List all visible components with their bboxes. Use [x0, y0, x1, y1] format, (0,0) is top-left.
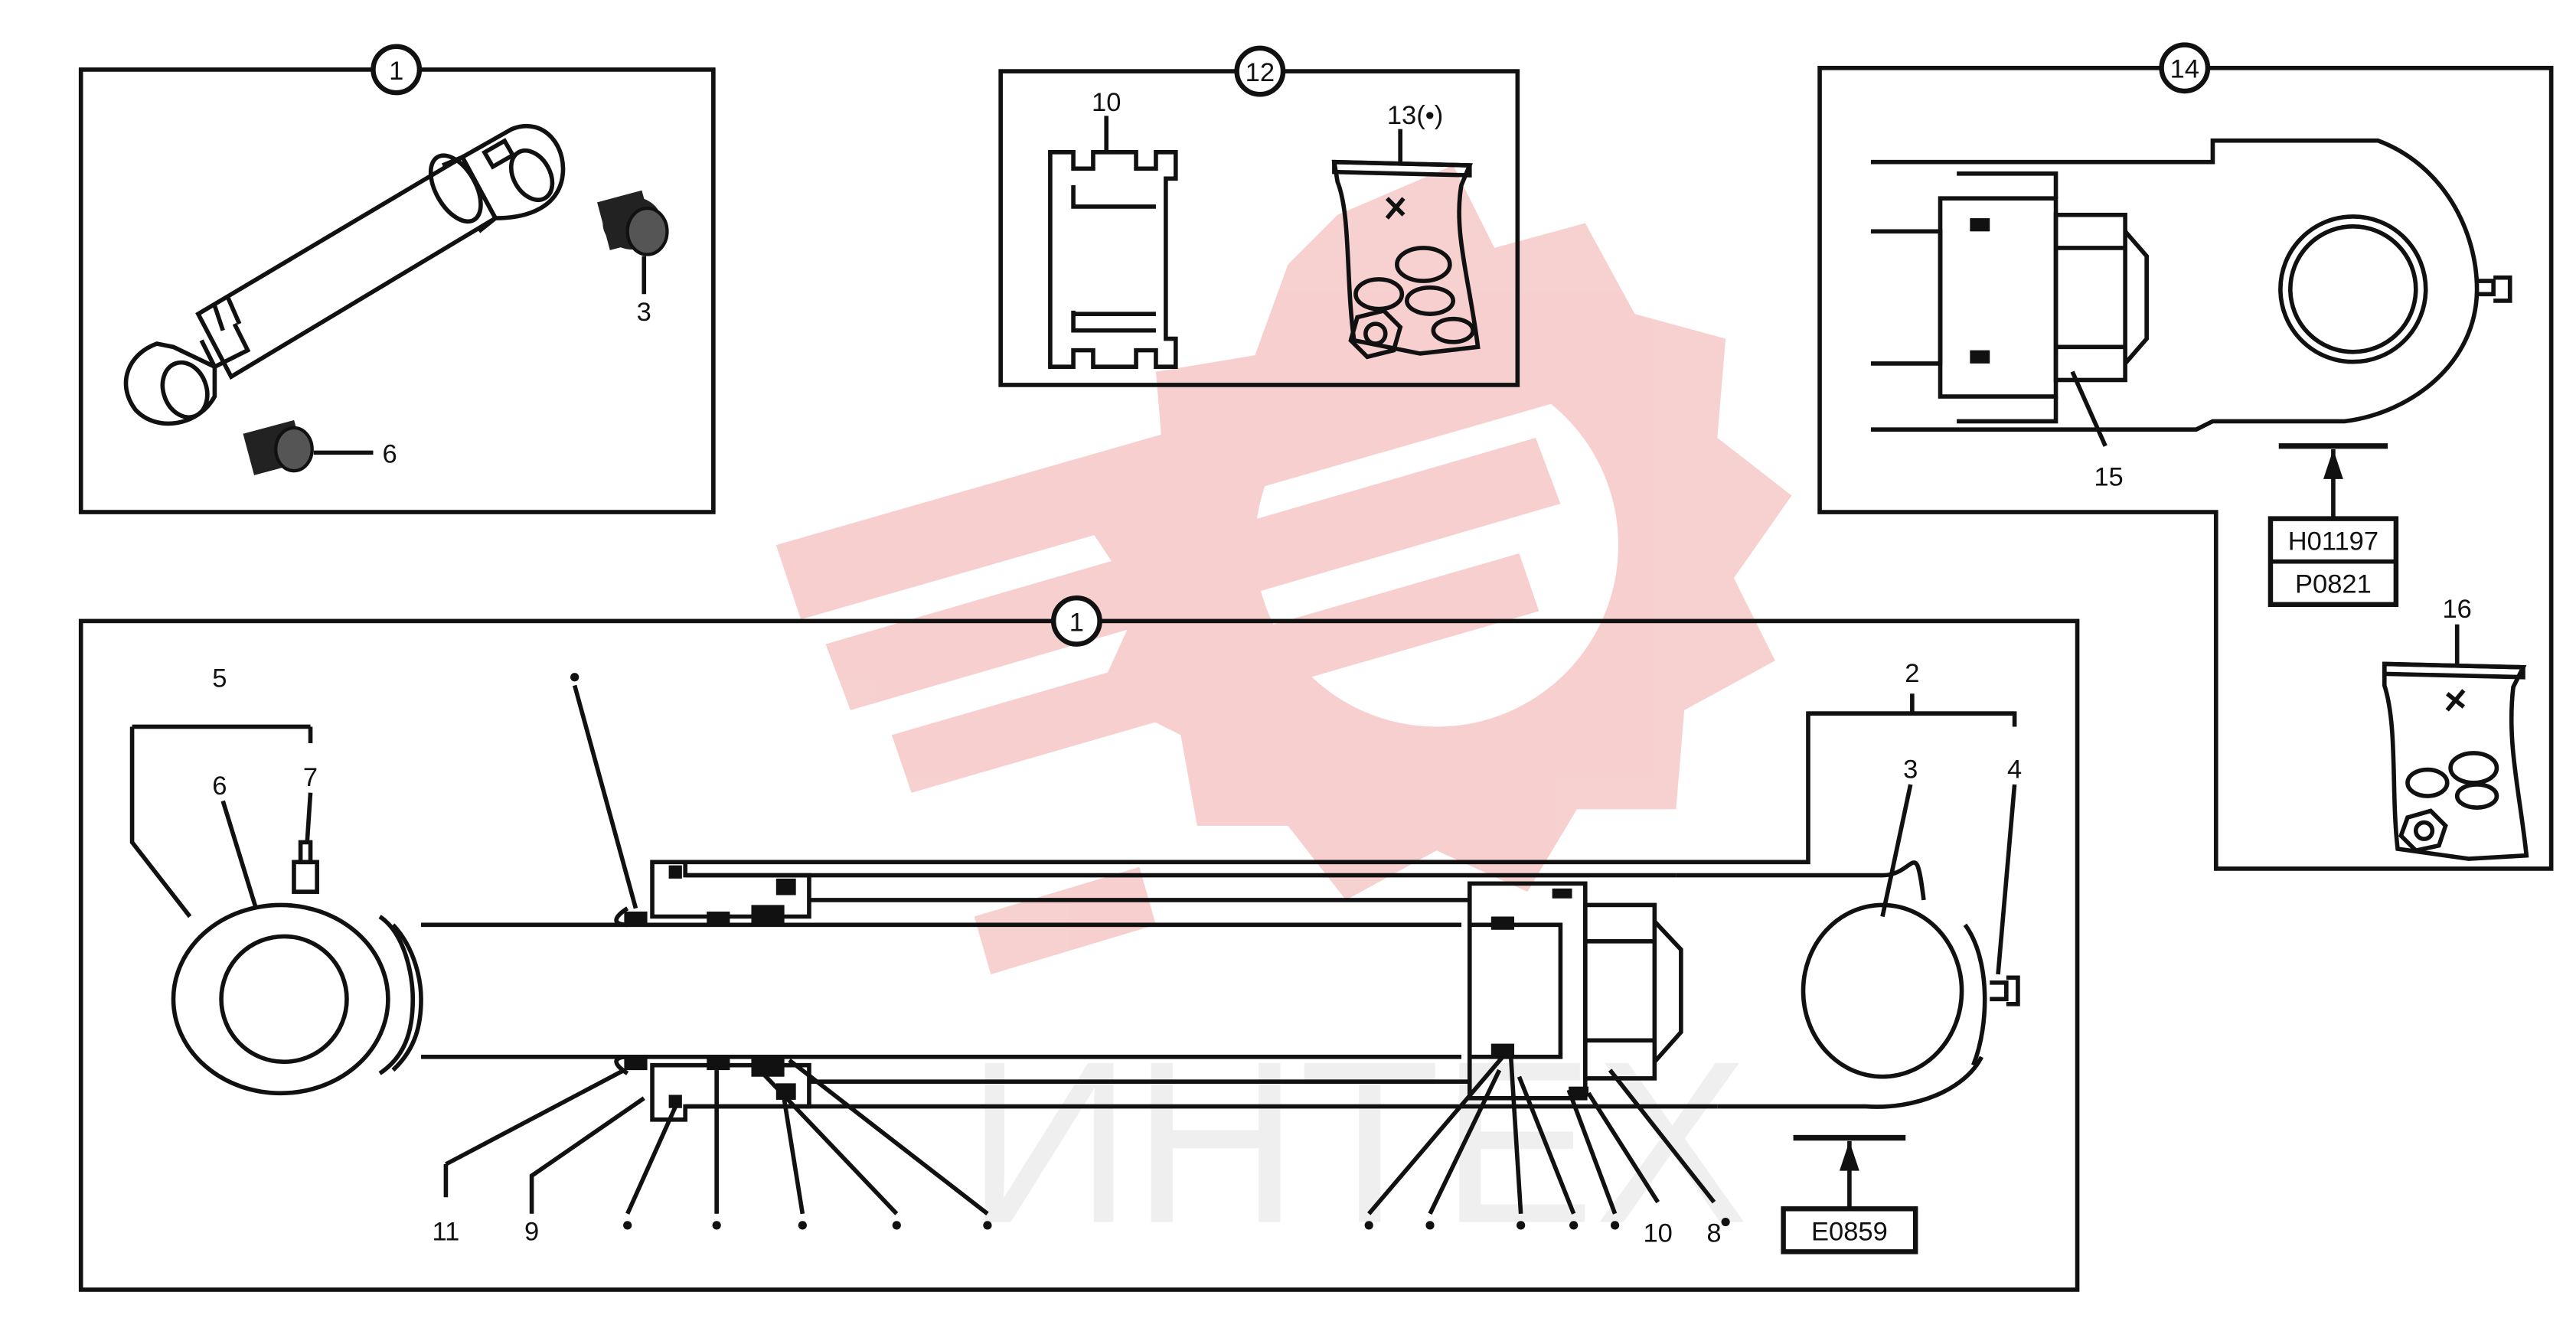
panel-cylinder-overview: 1 3 6 [78, 44, 716, 514]
label-6: 6 [212, 772, 227, 801]
view-arrow-main: E0859 [1781, 1134, 1918, 1254]
leader-lines [129, 684, 2017, 1215]
ref-code-1: H01197 [2288, 527, 2378, 556]
watermark-text: ИНТЕХ [966, 1013, 1748, 1271]
label-seal-bag: 13(•) [1387, 101, 1443, 130]
panel-rod-end-detail: 14 15 H01197 P0821 [1817, 42, 2554, 871]
badge-circle [371, 44, 423, 96]
panel-seal-kit: 12 10 13(•) [998, 45, 1520, 387]
label-8: 8 [1706, 1218, 1721, 1248]
label-7: 7 [303, 763, 318, 792]
badge-circle [1234, 45, 1286, 97]
seal-bag: 13(•) [1331, 101, 1481, 360]
watermark-gear [775, 165, 1792, 974]
label-9: 9 [524, 1217, 539, 1246]
label-2: 2 [1905, 659, 1919, 688]
label-piston: 10 [1092, 88, 1121, 117]
gland-head [614, 860, 811, 1122]
panel-badge: 14 [2170, 55, 2199, 84]
label-4: 4 [2007, 755, 2022, 784]
ref-code-main: E0859 [1811, 1217, 1888, 1246]
panel-badge: 1 [389, 57, 403, 86]
bushing-b: 6 [243, 419, 397, 475]
cylinder-sketch [123, 123, 566, 426]
rod-end-section: 15 [1870, 138, 2512, 492]
rod-eye [171, 840, 423, 1096]
panel-badge: 12 [1246, 58, 1275, 87]
label-11: 11 [432, 1217, 459, 1246]
panel-badge: 1 [1069, 608, 1084, 637]
badge-circle [2159, 42, 2211, 94]
panel-main-section: 1 [78, 595, 2080, 1292]
grease-bag: 16 [2382, 595, 2529, 861]
piston [1467, 881, 1683, 1101]
label-bushing-a: 3 [637, 298, 651, 327]
label-grease-bag: 16 [2443, 595, 2472, 624]
ref-code-2: P0821 [2295, 570, 2372, 599]
view-arrow [2278, 443, 2388, 519]
label-5: 5 [212, 664, 227, 693]
bullet-markers [570, 673, 1730, 1230]
label-nut: 15 [2094, 463, 2123, 492]
label-bushing-b: 6 [382, 439, 397, 468]
bushing-a: 3 [597, 190, 669, 327]
badge-circle [1050, 595, 1102, 647]
callout-labels: 5 6 7 2 3 4 11 9 10 8 [212, 659, 2022, 1248]
label-3: 3 [1903, 755, 1918, 784]
piston-rod [421, 922, 1461, 1059]
piston-part: 10 [1048, 88, 1178, 370]
reference-box-pair: H01197 P0821 [2267, 516, 2399, 608]
label-10: 10 [1643, 1218, 1672, 1248]
